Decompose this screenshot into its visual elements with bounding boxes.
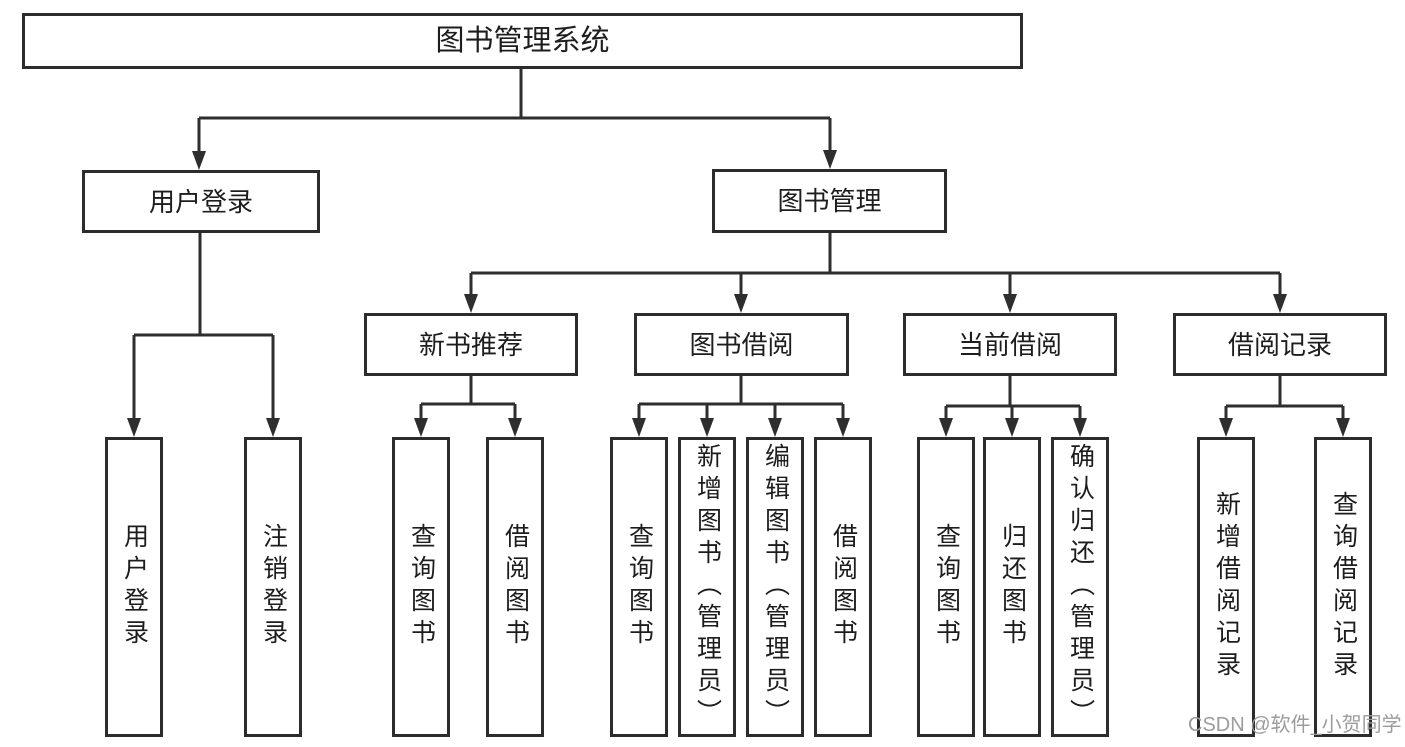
leaf-add-borrow-record: 新增借阅记录 — [1197, 437, 1255, 737]
node-book-borrow: 图书借阅 — [634, 313, 849, 376]
leaf-user-login: 用户登录 — [105, 437, 163, 737]
leaf-return-books: 归还图书 — [983, 437, 1041, 737]
node-book-management: 图书管理 — [712, 169, 947, 233]
connector-root-to-level1 — [192, 69, 837, 170]
connector-borrow-records-to-leaves — [1219, 376, 1350, 437]
node-new-book-recommend: 新书推荐 — [364, 313, 578, 376]
connector-book-management-to-level2 — [464, 233, 1287, 313]
connector-user-login-to-leaves — [127, 233, 280, 437]
csdn-watermark: CSDN @软件_小贺同学 — [1188, 714, 1402, 736]
leaf-confirm-return-admin: 确认归还（管理员） — [1051, 437, 1109, 737]
leaf-borrow-books: 借阅图书 — [814, 437, 872, 737]
connector-book-borrow-to-leaves — [632, 376, 850, 437]
connector-new-book-recommend-to-leaves — [414, 376, 522, 437]
leaf-add-books-admin: 新增图书（管理员） — [678, 437, 736, 737]
leaf-current-query-books: 查询图书 — [917, 437, 975, 737]
leaf-query-borrow-record: 查询借阅记录 — [1314, 437, 1372, 737]
leaf-recommend-borrow-books: 借阅图书 — [486, 437, 544, 737]
leaf-edit-books-admin: 编辑图书（管理员） — [746, 437, 804, 737]
leaf-borrow-query-books: 查询图书 — [610, 437, 668, 737]
node-borrow-records: 借阅记录 — [1173, 313, 1387, 376]
node-library-management-system: 图书管理系统 — [22, 13, 1023, 69]
node-user-login: 用户登录 — [82, 170, 320, 233]
connector-current-borrow-to-leaves — [939, 376, 1087, 437]
leaf-recommend-query-books: 查询图书 — [392, 437, 450, 737]
leaf-logout: 注销登录 — [244, 437, 302, 737]
node-current-borrow: 当前借阅 — [903, 313, 1117, 376]
